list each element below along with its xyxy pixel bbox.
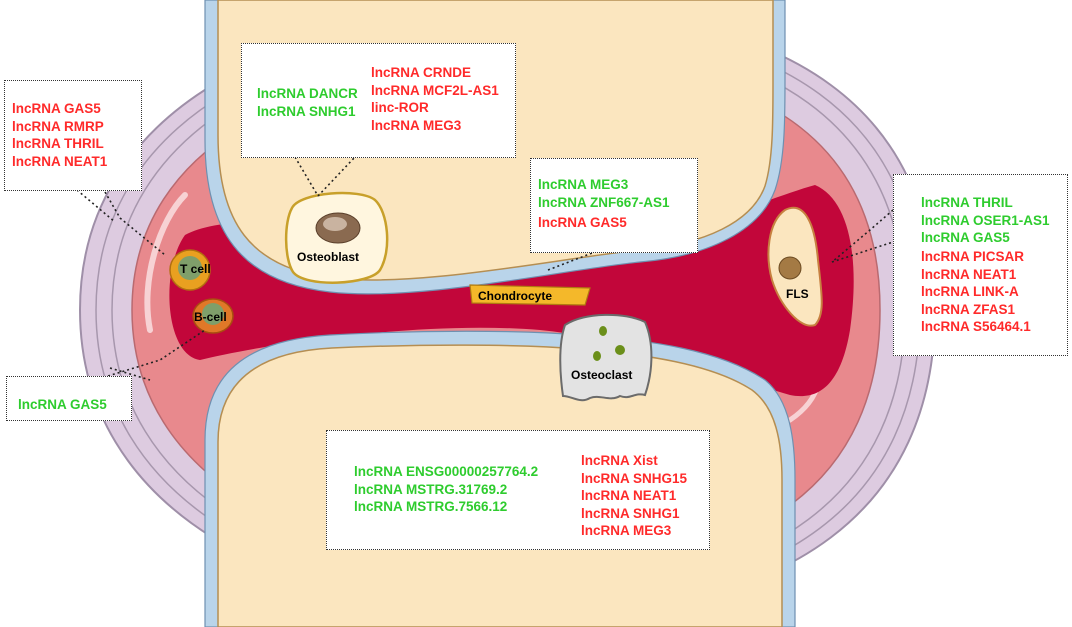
bcell-label: B-cell bbox=[194, 310, 227, 324]
lncrna-label: lncRNA ENSG00000257764.2 bbox=[354, 464, 539, 479]
lncrna-label: lncRNA GAS5 bbox=[18, 397, 107, 412]
lncrna-label: lncRNA MEG3 bbox=[371, 117, 462, 133]
tcell-lncrna-box bbox=[4, 80, 142, 191]
chondrocyte-cell bbox=[469, 284, 591, 306]
osteoblast-lncrna-box bbox=[241, 43, 516, 158]
lncrna-label: lncRNA SNHG15 bbox=[581, 470, 688, 486]
b-cell bbox=[192, 298, 234, 334]
lncrna-label: lncRNA CRNDE bbox=[371, 65, 472, 80]
fls-cell bbox=[767, 207, 823, 327]
lncrna-label: lncRNA ZFAS1 bbox=[921, 301, 1016, 317]
lncrna-label: lncRNA ZNF667-AS1 bbox=[538, 194, 670, 210]
lncrna-label: lncRNA MSTRG.31769.2 bbox=[354, 481, 508, 497]
lncrna-label: lncRNA GAS5 bbox=[538, 215, 627, 230]
lncrna-label: lncRNA LINK-A bbox=[921, 284, 1019, 299]
lncrna-label: lncRNA MEG3 bbox=[538, 177, 629, 192]
lncrna-label: lncRNA SNHG1 bbox=[257, 103, 356, 119]
lncrna-label: lncRNA S56464.1 bbox=[921, 319, 1031, 334]
osteoblast-red-list: lncRNA CRNDE lncRNA MCF2L-AS1 linc-ROR l… bbox=[371, 64, 499, 134]
fls-red-list: lncRNA PICSAR lncRNA NEAT1 lncRNA LINK-A… bbox=[921, 248, 1031, 336]
lncrna-label: lncRNA MCF2L-AS1 bbox=[371, 82, 499, 98]
osteoblast-cell bbox=[284, 191, 389, 284]
lncrna-label: lncRNA MEG3 bbox=[581, 523, 672, 538]
lncrna-label: lncRNA NEAT1 bbox=[581, 488, 677, 503]
fls-green-list: lncRNA THRIL lncRNA OSER1-AS1 lncRNA GAS… bbox=[921, 194, 1050, 247]
osteoclast-cell bbox=[559, 313, 653, 402]
lncrna-label: lncRNA GAS5 bbox=[12, 101, 101, 116]
osteoblast-label: Osteoblast bbox=[297, 250, 360, 264]
lncrna-label: lncRNA NEAT1 bbox=[12, 153, 108, 169]
lncrna-label: lncRNA THRIL bbox=[12, 136, 104, 151]
osteoclast-green-list: lncRNA ENSG00000257764.2 lncRNA MSTRG.31… bbox=[354, 463, 538, 516]
osteoclast-red-list: lncRNA Xist lncRNA SNHG15 lncRNA NEAT1 l… bbox=[581, 452, 687, 540]
bcell-lncrna-box bbox=[6, 376, 132, 421]
osteoclast-lncrna-box bbox=[326, 430, 710, 550]
lncrna-label: lncRNA MSTRG.7566.12 bbox=[354, 499, 508, 514]
chondrocyte-label: Chondrocyte bbox=[478, 289, 553, 303]
lncrna-label: linc-ROR bbox=[371, 100, 429, 115]
lncrna-label: lncRNA NEAT1 bbox=[921, 266, 1017, 282]
lncrna-label: lncRNA SNHG1 bbox=[581, 505, 680, 521]
fls-label: FLS bbox=[786, 287, 809, 301]
tcell-red-list: lncRNA GAS5 lncRNA RMRP lncRNA THRIL lnc… bbox=[12, 100, 107, 170]
chondrocyte-lncrna-box bbox=[530, 158, 698, 253]
lncrna-label: lncRNA Xist bbox=[581, 453, 658, 468]
lncrna-label: lncRNA THRIL bbox=[921, 195, 1013, 210]
lncrna-label: lncRNA RMRP bbox=[12, 118, 104, 134]
fls-lncrna-box bbox=[893, 174, 1068, 356]
lncrna-label: lncRNA PICSAR bbox=[921, 249, 1025, 264]
tcell-label: T cell bbox=[180, 262, 211, 276]
chondrocyte-green-list: lncRNA MEG3 lncRNA ZNF667-AS1 bbox=[538, 176, 670, 211]
bcell-green-list: lncRNA GAS5 bbox=[18, 396, 107, 414]
lncrna-label: lncRNA OSER1-AS1 bbox=[921, 212, 1050, 228]
osteoclast-label: Osteoclast bbox=[571, 368, 633, 382]
lncrna-label: lncRNA GAS5 bbox=[921, 230, 1010, 245]
chondrocyte-red-list: lncRNA GAS5 bbox=[538, 214, 627, 232]
t-cell bbox=[169, 249, 211, 291]
lncrna-label: lncRNA DANCR bbox=[257, 86, 358, 101]
osteoblast-green-list: lncRNA DANCR lncRNA SNHG1 bbox=[257, 85, 358, 120]
